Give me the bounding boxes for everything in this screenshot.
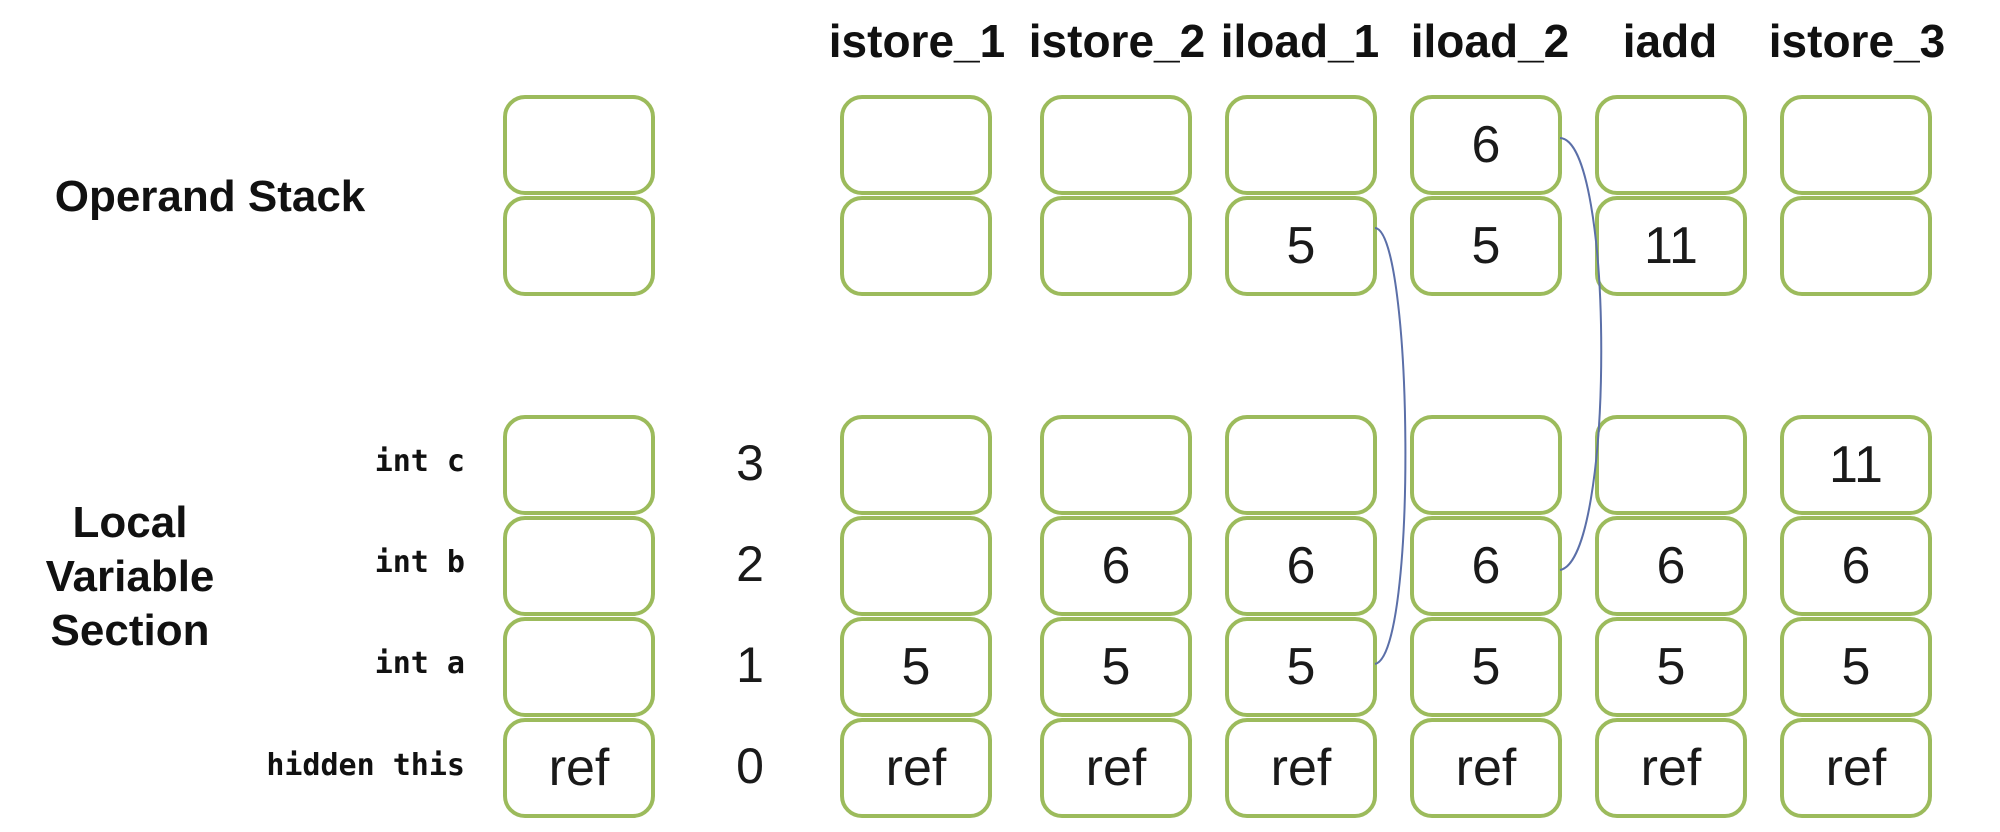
- operand-stack-label-text: Operand Stack: [54, 172, 366, 221]
- col-header-istore-2: istore_2: [1028, 15, 1206, 67]
- index-label-0: 0: [736, 738, 764, 794]
- local-cell: ref: [1780, 718, 1932, 818]
- local-cell: [1225, 415, 1377, 515]
- stack-cell: 6: [1410, 95, 1562, 195]
- local-cell: 5: [1410, 617, 1562, 717]
- index-label-2: 2: [736, 536, 764, 592]
- local-cell: 5: [1780, 617, 1932, 717]
- local-cell: [503, 415, 655, 515]
- local-label-line-3: Section: [50, 606, 210, 655]
- local-label-line-1: Local: [72, 498, 188, 547]
- var-label-b: int b: [374, 545, 465, 580]
- local-cell: [1040, 415, 1192, 515]
- stack-cell: [1780, 196, 1932, 296]
- local-cell: 6: [1410, 516, 1562, 616]
- col-header-istore-1: istore_1: [828, 15, 1006, 67]
- stack-cell: [840, 95, 992, 195]
- local-cell: [840, 415, 992, 515]
- stack-cell: [503, 95, 655, 195]
- iload-2-connector: [1559, 137, 1603, 571]
- local-cell: 6: [1225, 516, 1377, 616]
- stack-cell: 5: [1225, 196, 1377, 296]
- stack-cell: [1225, 95, 1377, 195]
- local-label-line-2: Variable: [45, 552, 215, 601]
- local-cell: 5: [1595, 617, 1747, 717]
- stack-cell: 5: [1410, 196, 1562, 296]
- local-cell: 6: [1780, 516, 1932, 616]
- col-header-iload-2: iload_2: [1410, 15, 1570, 67]
- local-cell: 5: [840, 617, 992, 717]
- stack-cell: [840, 196, 992, 296]
- local-cell: ref: [1410, 718, 1562, 818]
- index-label-1: 1: [736, 637, 764, 693]
- col-header-iadd: iadd: [1622, 15, 1718, 67]
- local-cell: 5: [1040, 617, 1192, 717]
- local-cell: [840, 516, 992, 616]
- stack-cell: [503, 196, 655, 296]
- local-cell: 6: [1595, 516, 1747, 616]
- col-header-istore-3: istore_3: [1768, 15, 1946, 67]
- local-cell: [503, 516, 655, 616]
- stack-cell: [1040, 196, 1192, 296]
- index-label-3: 3: [736, 435, 764, 491]
- local-cell: ref: [1225, 718, 1377, 818]
- col-header-iload-1: iload_1: [1220, 15, 1380, 67]
- local-variable-section-label: Local Variable Section: [20, 496, 240, 658]
- var-label-a: int a: [374, 646, 465, 681]
- operand-stack-label: Operand Stack: [20, 170, 400, 224]
- var-label-c: int c: [374, 444, 465, 479]
- var-label-this: hidden this: [266, 748, 465, 783]
- local-cell: 11: [1780, 415, 1932, 515]
- local-cell: ref: [1595, 718, 1747, 818]
- local-cell: ref: [503, 718, 655, 818]
- local-cell: [503, 617, 655, 717]
- local-cell: 6: [1040, 516, 1192, 616]
- stack-cell: [1780, 95, 1932, 195]
- local-cell: [1410, 415, 1562, 515]
- local-cell: ref: [840, 718, 992, 818]
- stack-cell: 11: [1595, 196, 1747, 296]
- iload-1-connector: [1374, 227, 1407, 665]
- local-cell: ref: [1040, 718, 1192, 818]
- local-cell: 5: [1225, 617, 1377, 717]
- stack-cell: [1595, 95, 1747, 195]
- local-cell: [1595, 415, 1747, 515]
- stack-cell: [1040, 95, 1192, 195]
